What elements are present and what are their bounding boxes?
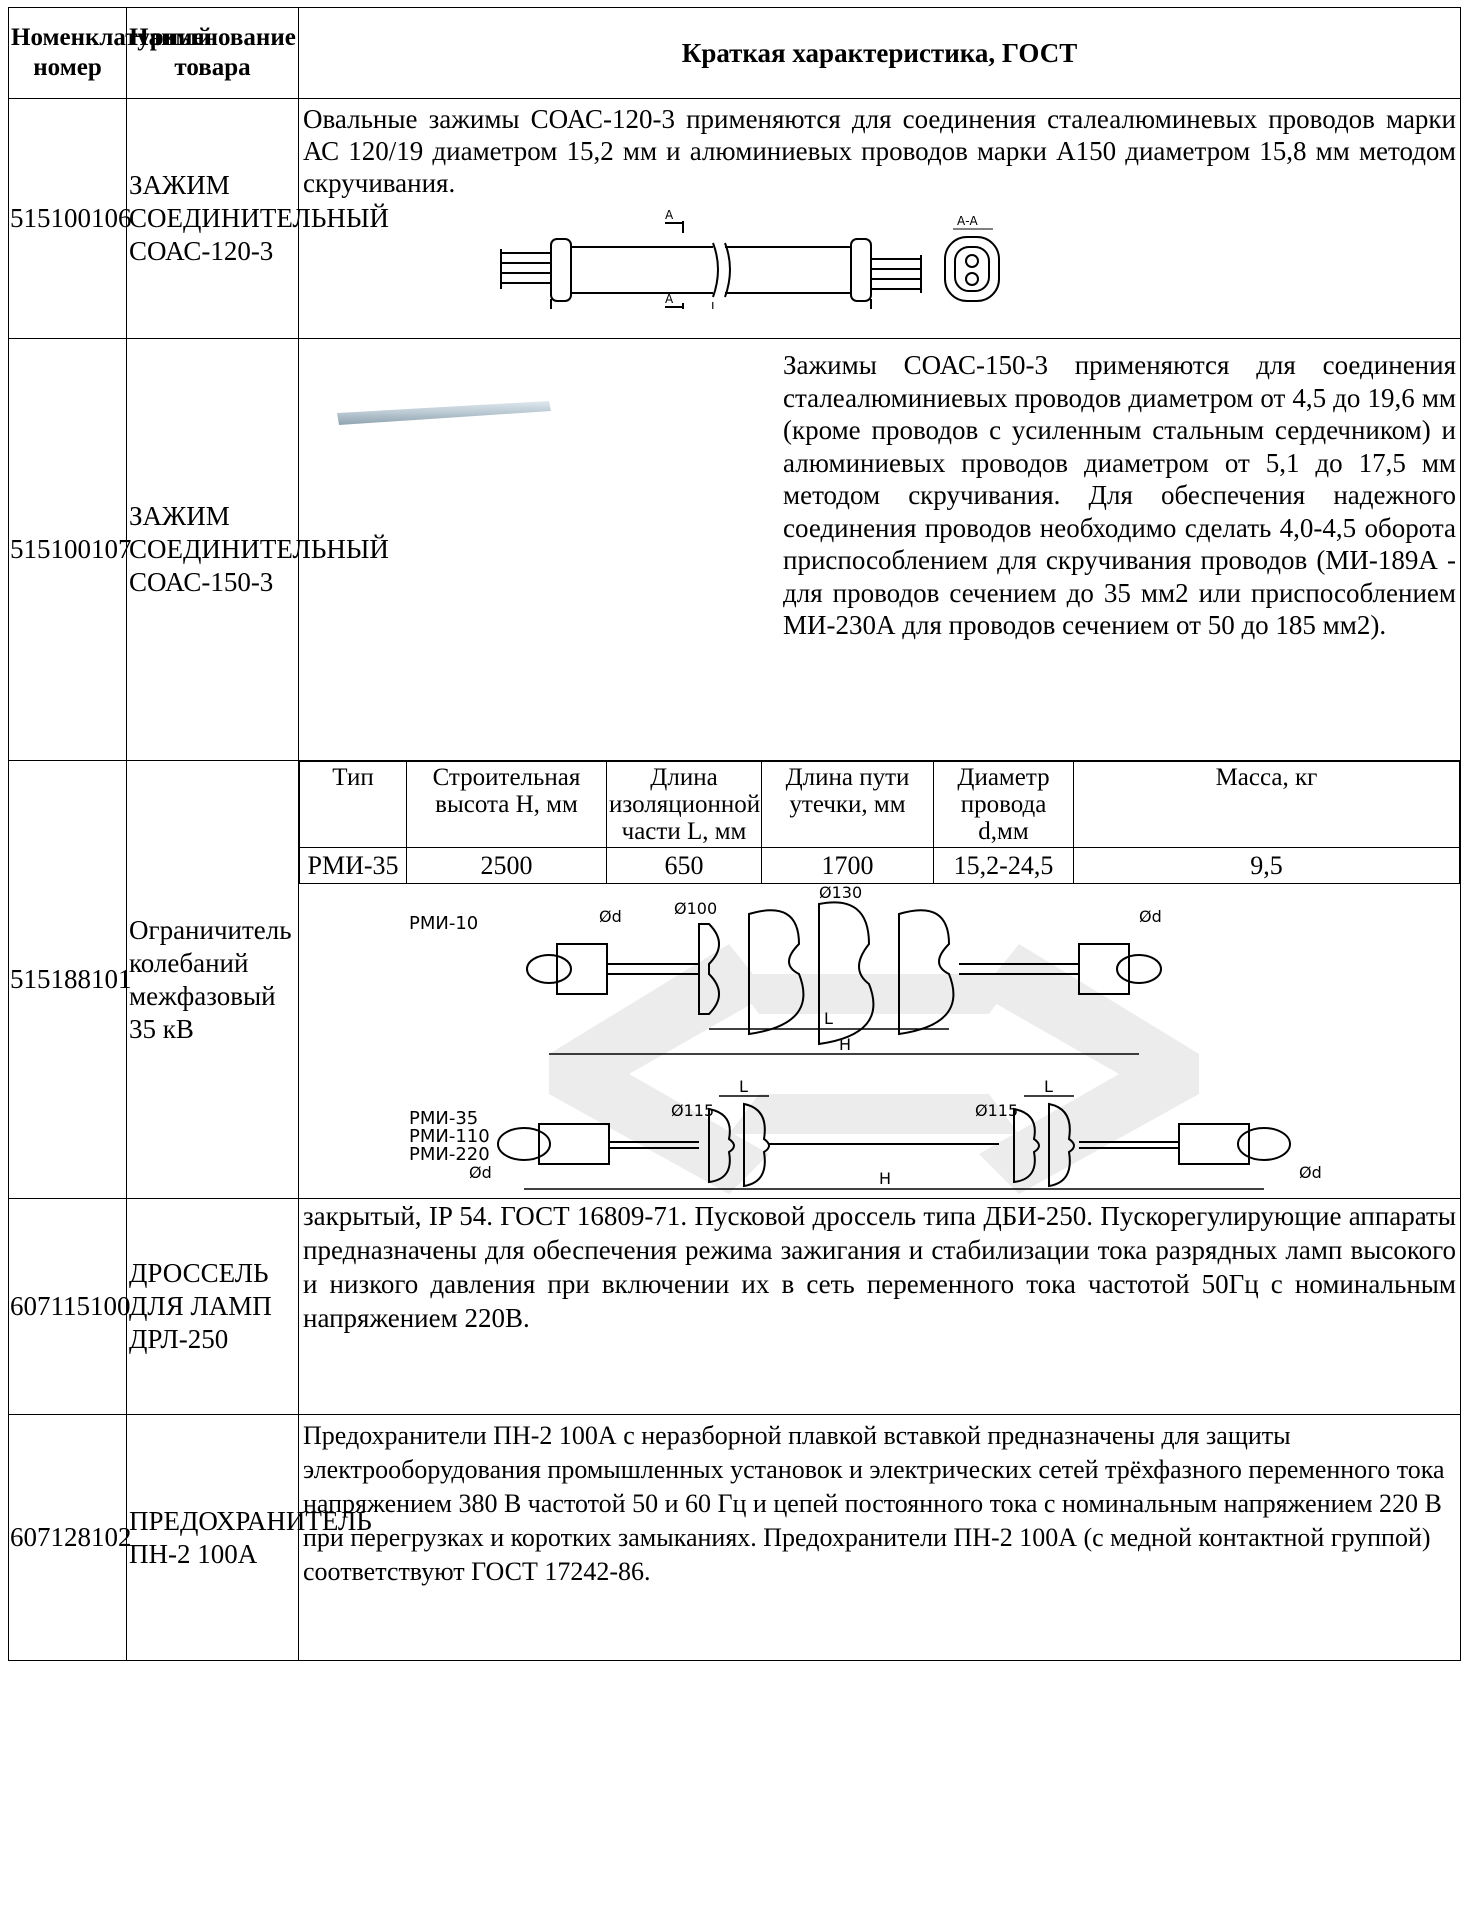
clamp-drawing: А А L А-А	[500, 208, 1000, 309]
row-name: ЗАЖИМ СОЕДИНИТЕЛЬНЫЙ СОАС-120-3	[126, 98, 389, 339]
spec-value: РМИ-35	[299, 847, 407, 884]
description-text: Предохранители ПН-2 100А с неразборной п…	[303, 1421, 1445, 1586]
spec-value-row: РМИ-35 2500 650 1700 15,2-24,5 9,5	[299, 847, 1460, 884]
table-row: 515188101 Ограничитель колебаний межфазо…	[8, 760, 1461, 1199]
row-code: 607128102	[8, 1414, 132, 1661]
model-label-bottom: РМИ-35	[409, 1108, 478, 1129]
row-description: Овальные зажимы СОАС-120-3 применяются д…	[298, 98, 1461, 339]
spec-value: 15,2-24,5	[933, 847, 1074, 884]
d115-label-left: Ø115	[671, 1101, 714, 1120]
length-label: L	[711, 300, 718, 309]
spec-header-row: Тип Строительная высота Н, мм Длина изол…	[299, 761, 1460, 848]
section-label-bottom: А	[665, 292, 674, 306]
row-code: 515188101	[8, 760, 132, 1199]
table-row: 607128102 ПРЕДОХРАНИТЕЛЬ ПН-2 100А Предо…	[8, 1414, 1461, 1661]
header-name: Наименование товара	[126, 7, 299, 99]
table-row: 515100107 ЗАЖИМ СОЕДИНИТЕЛЬНЫЙ СОАС-150-…	[8, 338, 1461, 761]
L-label-top: L	[824, 1009, 833, 1028]
d-label-right: Ød	[1139, 907, 1162, 926]
product-table: Номенклатурный номер Наименование товара…	[8, 7, 1461, 1661]
description-text: Овальные зажимы СОАС-120-3 применяются д…	[303, 104, 1456, 198]
spec-value: 2500	[406, 847, 607, 884]
row-description: Зажимы СОАС-150-3 применяются для соедин…	[298, 338, 1461, 761]
H-label-top: H	[839, 1035, 851, 1054]
row-code: 515100106	[8, 98, 132, 339]
row-name: ЗАЖИМ СОЕДИНИТЕЛЬНЫЙ СОАС-150-3	[126, 338, 389, 761]
watermark-logo	[549, 944, 1199, 1194]
H-label-bottom: H	[879, 1169, 891, 1188]
row-code: 607115100	[8, 1198, 131, 1415]
d130-label: Ø130	[819, 884, 862, 902]
model-label-top: РМИ-10	[409, 913, 478, 934]
row-name: ДРОССЕЛЬ ДЛЯ ЛАМП ДРЛ-250	[126, 1198, 299, 1415]
row-description: Тип Строительная высота Н, мм Длина изол…	[298, 760, 1461, 1199]
d-label-bottom-left: Ød	[469, 1163, 492, 1182]
d-label-bottom-right: Ød	[1299, 1163, 1322, 1182]
damper-drawing: РМИ-10 Ød Ød Ø100 Ø130 L H	[409, 884, 1322, 1194]
L-label-bottom-left: L	[739, 1077, 748, 1096]
spec-table: Тип Строительная высота Н, мм Длина изол…	[299, 761, 1460, 884]
section-label-top: А	[665, 208, 674, 222]
spec-header: Строительная высота Н, мм	[406, 761, 607, 848]
model-label-bottom: РМИ-110	[409, 1126, 490, 1147]
table-row: 607115100 ДРОССЕЛЬ ДЛЯ ЛАМП ДРЛ-250 закр…	[8, 1198, 1461, 1415]
clamp-rod-image	[337, 401, 551, 425]
spec-header: Длина изоляционной части L, мм	[606, 761, 762, 848]
description-text: Зажимы СОАС-150-3 применяются для соедин…	[783, 350, 1456, 640]
table-row: 515100106 ЗАЖИМ СОЕДИНИТЕЛЬНЫЙ СОАС-120-…	[8, 98, 1461, 339]
spec-header: Тип	[299, 761, 407, 848]
model-label-bottom: РМИ-220	[409, 1144, 490, 1165]
row-name: ПРЕДОХРАНИТЕЛЬ ПН-2 100А	[126, 1414, 372, 1661]
section-view-label: А-А	[957, 214, 979, 228]
row-description: Предохранители ПН-2 100А с неразборной п…	[298, 1414, 1461, 1661]
header-code: Номенклатурный номер	[8, 7, 212, 99]
row-description: закрытый, IP 54. ГОСТ 16809-71. Пусковой…	[298, 1198, 1461, 1415]
row-name: Ограничитель колебаний межфазовый 35 кВ	[126, 760, 299, 1199]
spec-header: Диаметр провода d,мм	[933, 761, 1074, 848]
d-label-left: Ød	[599, 907, 622, 926]
spec-header: Масса, кг	[1073, 761, 1460, 848]
spec-value: 9,5	[1073, 847, 1460, 884]
header-row: Номенклатурный номер Наименование товара…	[8, 7, 1461, 99]
L-label-bottom-right: L	[1044, 1077, 1053, 1096]
d115-label-right: Ø115	[975, 1101, 1018, 1120]
spec-header: Длина пути утечки, мм	[761, 761, 934, 848]
d100-label: Ø100	[674, 899, 717, 918]
row-code: 515100107	[8, 338, 132, 761]
spec-value: 650	[606, 847, 762, 884]
header-description: Краткая характеристика, ГОСТ	[298, 7, 1461, 99]
description-text: закрытый, IP 54. ГОСТ 16809-71. Пусковой…	[303, 1201, 1456, 1333]
spec-value: 1700	[761, 847, 934, 884]
